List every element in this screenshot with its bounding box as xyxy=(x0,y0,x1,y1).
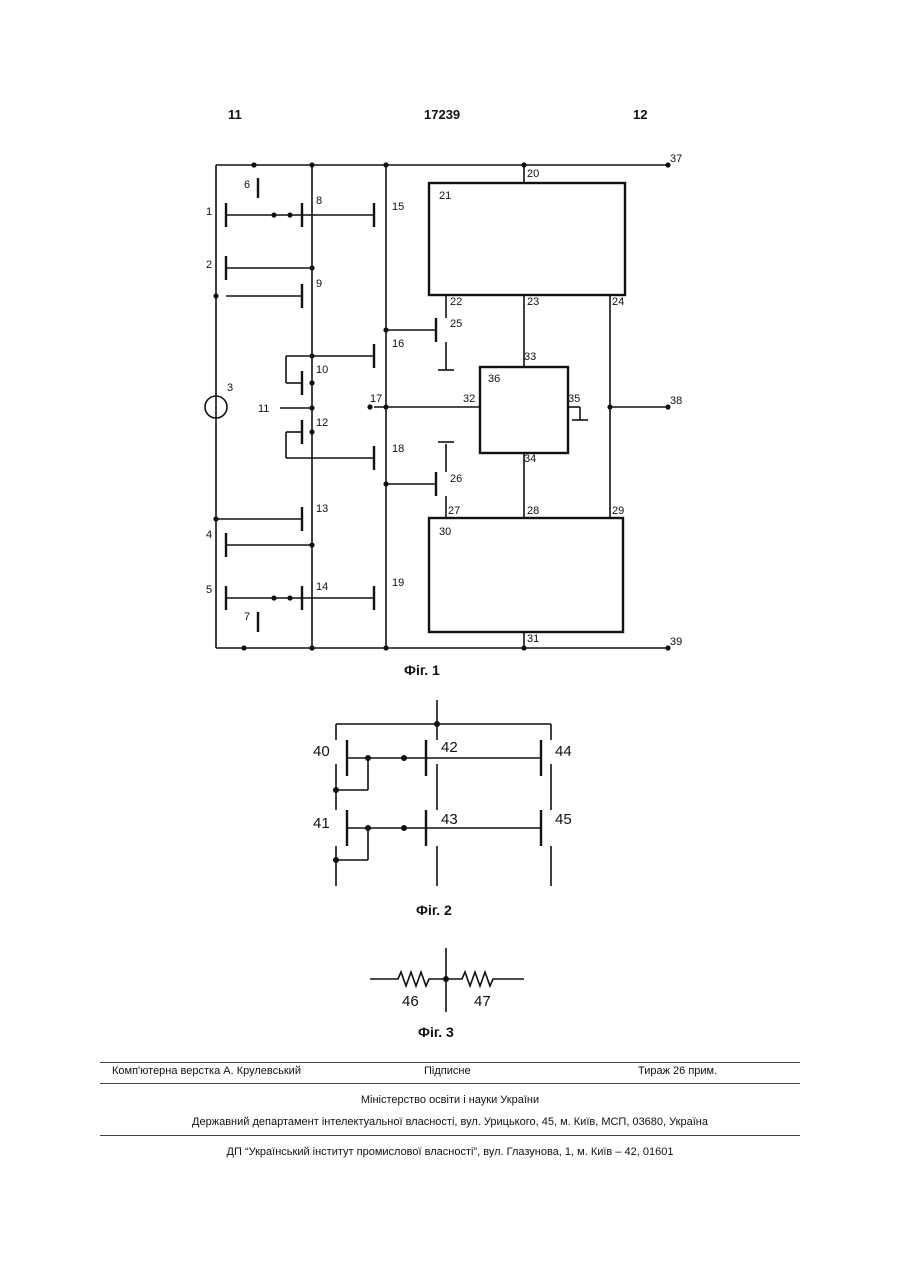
fig1-label: 38 xyxy=(670,395,682,407)
fig1-label: 20 xyxy=(527,168,539,180)
fig1-label: 10 xyxy=(316,364,328,376)
fig2-label: 43 xyxy=(441,811,458,828)
fig1-label: 3 xyxy=(227,382,233,394)
layout-credit: Комп'ютерна верстка А. Крулевський xyxy=(112,1065,301,1077)
figure-1-labels: 1 2 3 4 5 6 7 8 9 10 11 12 13 14 15 16 1… xyxy=(206,153,682,648)
fig1-label: 2 xyxy=(206,259,212,271)
fig1-label: 29 xyxy=(612,505,624,517)
fig2-label: 42 xyxy=(441,739,458,756)
fig2-label: 45 xyxy=(555,811,572,828)
fig1-label: 32 xyxy=(463,393,475,405)
fig1-label: 7 xyxy=(244,611,250,623)
fig1-label: 31 xyxy=(527,633,539,645)
fig1-label: 5 xyxy=(206,584,212,596)
figure-2-circuit: 40 41 42 43 44 45 xyxy=(313,700,572,886)
fig1-label: 8 xyxy=(316,195,322,207)
department-line: Державний департамент інтелектуальної вл… xyxy=(100,1116,800,1128)
fig1-label: 21 xyxy=(439,190,451,202)
fig1-label: 6 xyxy=(244,179,250,191)
fig1-label: 12 xyxy=(316,417,328,429)
footer-rule-top xyxy=(100,1062,800,1063)
fig1-label: 13 xyxy=(316,503,328,515)
fig1-label: 37 xyxy=(670,153,682,165)
fig1-label: 27 xyxy=(448,505,460,517)
fig1-label: 30 xyxy=(439,526,451,538)
fig1-label: 18 xyxy=(392,443,404,455)
figure-1-caption: Фіг. 1 xyxy=(404,662,440,678)
fig1-label: 11 xyxy=(258,403,269,415)
institute-line: ДП “Український інститут промислової вла… xyxy=(100,1146,800,1158)
fig1-label: 17 xyxy=(370,393,382,405)
figure-3-resistors: 46 47 xyxy=(370,948,524,1012)
fig3-label: 46 xyxy=(402,993,419,1010)
fig2-label: 44 xyxy=(555,743,572,760)
footer-rule-bottom xyxy=(100,1135,800,1136)
fig1-label: 34 xyxy=(524,453,536,465)
fig2-label: 41 xyxy=(313,815,330,832)
fig1-label: 28 xyxy=(527,505,539,517)
fig2-label: 40 xyxy=(313,743,330,760)
fig1-label: 19 xyxy=(392,577,404,589)
fig1-label: 24 xyxy=(612,296,624,308)
fig1-label: 25 xyxy=(450,318,462,330)
fig1-label: 4 xyxy=(206,529,212,541)
figure-1-circuit: 1 2 3 4 5 6 7 8 9 10 11 12 13 14 15 16 1… xyxy=(205,153,682,651)
circulation-note: Тираж 26 прим. xyxy=(638,1065,717,1077)
fig1-label: 26 xyxy=(450,473,462,485)
fig1-label: 1 xyxy=(206,206,212,218)
fig1-label: 16 xyxy=(392,338,404,350)
fig1-label: 15 xyxy=(392,201,404,213)
fig1-label: 35 xyxy=(568,393,580,405)
fig1-label: 23 xyxy=(527,296,539,308)
figure-2-caption: Фіг. 2 xyxy=(416,902,452,918)
figure-3-caption: Фіг. 3 xyxy=(418,1024,454,1040)
fig1-label: 22 xyxy=(450,296,462,308)
ministry-line: Міністерство освіти і науки України xyxy=(100,1094,800,1106)
fig1-label: 39 xyxy=(670,636,682,648)
fig1-label: 33 xyxy=(524,351,536,363)
fig3-label: 47 xyxy=(474,993,491,1010)
footer-rule-middle xyxy=(100,1083,800,1084)
signed-note: Підписне xyxy=(424,1065,471,1077)
fig1-label: 36 xyxy=(488,373,500,385)
fig1-label: 14 xyxy=(316,581,328,593)
fig1-label: 9 xyxy=(316,278,322,290)
